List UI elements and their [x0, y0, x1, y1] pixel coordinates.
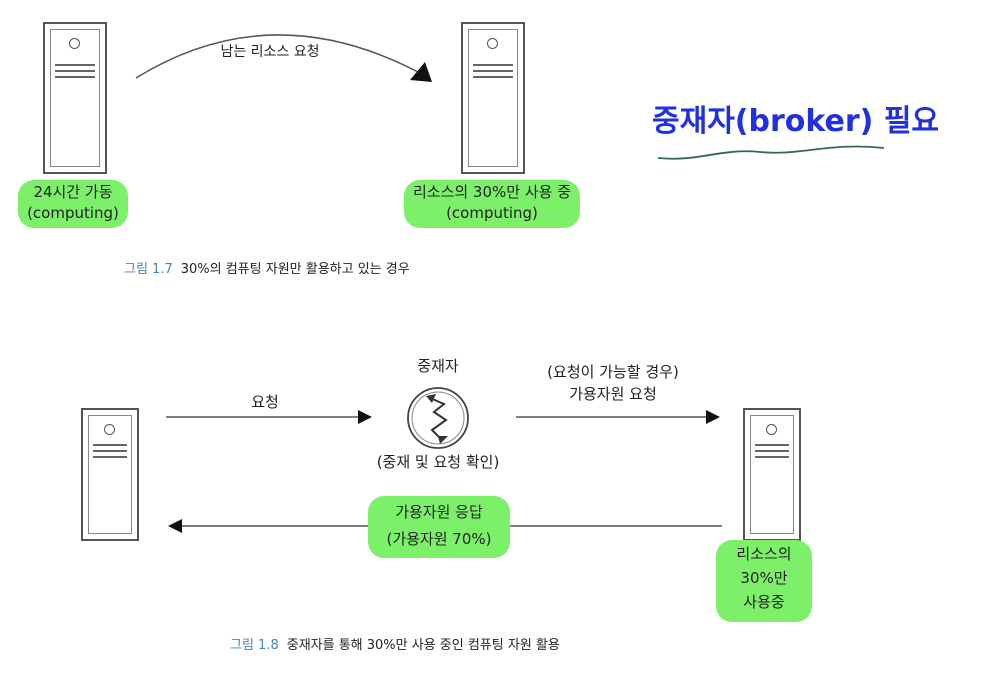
- caption-number: 그림 1.7: [124, 262, 173, 277]
- left-highlight: [18, 180, 128, 228]
- server-right-bottom: [743, 408, 801, 541]
- caption-1-7: 그림 1.7 30%의 컴퓨팅 자원만 활용하고 있는 경우: [124, 258, 410, 277]
- forward-label-1: (요청이 가능할 경우): [547, 363, 679, 381]
- caption-text: 중재자를 통해 30%만 사용 중인 컴퓨팅 자원 활용: [286, 638, 560, 653]
- power-icon: [69, 38, 80, 49]
- server-left-bottom: [81, 408, 139, 541]
- broker-subtitle: (중재 및 요청 확인): [376, 453, 500, 471]
- note-underline: [657, 145, 885, 160]
- broker-title: 중재자: [417, 357, 459, 375]
- left-label-1: 24시간 가동: [33, 183, 113, 201]
- caption-1-8: 그림 1.8 중재자를 통해 30%만 사용 중인 컴퓨팅 자원 활용: [230, 634, 560, 653]
- response-label-1: 가용자원 응답: [395, 503, 483, 521]
- right-highlight: [404, 180, 580, 228]
- request-label: 요청: [251, 393, 279, 411]
- left-label-2: (computing): [27, 204, 119, 222]
- server-right-top: [461, 22, 525, 174]
- caption-text: 30%의 컴퓨팅 자원만 활용하고 있는 경우: [180, 262, 410, 277]
- power-icon: [104, 424, 115, 435]
- broker-icon: [407, 387, 469, 449]
- caption-number: 그림 1.8: [230, 638, 279, 653]
- right-usage-label-1: 리소스의: [736, 545, 792, 563]
- response-highlight: [368, 496, 510, 558]
- right-label-1: 리소스의 30%만 사용 중: [412, 183, 572, 201]
- broker-note: 중재자(broker) 필요: [652, 104, 940, 139]
- power-icon: [487, 38, 498, 49]
- right-usage-label-3: 사용중: [743, 593, 785, 611]
- arrow-head: [410, 62, 432, 82]
- forward-label-2: 가용자원 요청: [569, 385, 657, 403]
- power-icon: [766, 424, 777, 435]
- response-label-2: (가용자원 70%): [386, 530, 492, 548]
- server-left-top: [43, 22, 107, 174]
- right-usage-label-2: 30%만: [740, 569, 788, 587]
- right-label-2: (computing): [446, 204, 538, 222]
- curved-arrow: [135, 34, 419, 79]
- right-usage-highlight: [716, 540, 812, 622]
- arrow-label: 남는 리소스 요청: [220, 44, 320, 60]
